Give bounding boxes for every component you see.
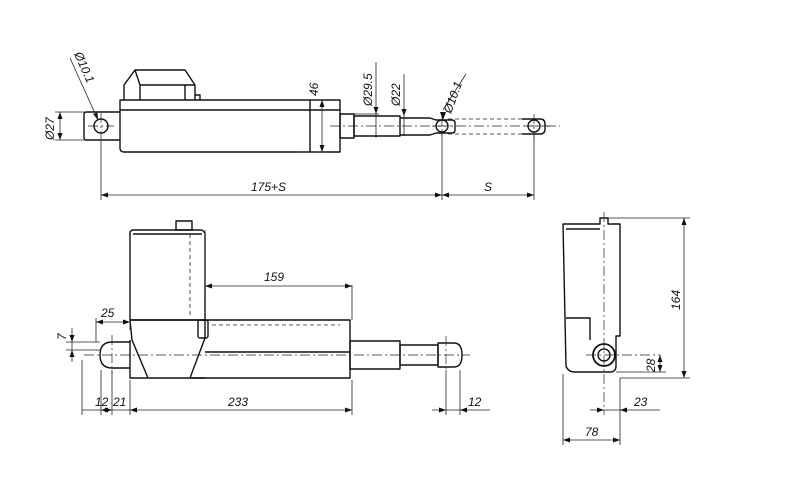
top-dim-295-arrow: [373, 107, 379, 114]
side-dim-base-arrow-c: [130, 407, 137, 413]
end-dim-78-arrow-a: [563, 437, 570, 443]
side-knob: [197, 319, 209, 339]
side-dim-159-label: 159: [264, 270, 284, 284]
top-dim-22-arrow: [401, 109, 407, 116]
side-dim-12b-label: 12: [468, 395, 482, 409]
top-dim-stroke-label: S: [484, 180, 492, 194]
side-dim-25-arrow-a: [96, 319, 103, 325]
top-dim-pin-rear-arrow: [93, 112, 98, 120]
side-dim-12a-label: 12: [95, 395, 109, 409]
top-dim-len-arrow-b: [435, 192, 442, 198]
side-dim-12b-arrow-a: [439, 407, 446, 413]
top-dim-295-label: Ø29.5: [361, 73, 375, 107]
side-tube-body: [190, 319, 351, 379]
end-dim-23-arrow-a: [597, 407, 604, 413]
top-dim-pin-rear-leader: [69, 57, 99, 121]
top-dim-27-label: Ø27: [43, 116, 57, 141]
side-dim-7-arrow-b: [69, 350, 75, 357]
top-dim-27-arrow-b: [57, 133, 63, 140]
side-dim-base-arrow-b: [105, 407, 112, 413]
end-dim-78-arrow-b: [613, 437, 620, 443]
end-dim-23-arrow-b: [620, 407, 627, 413]
top-dim-pin-front-label: Ø10.1: [440, 80, 465, 116]
top-dim-46-arrow-b: [319, 145, 325, 152]
end-dim-78-label: 78: [585, 425, 599, 439]
top-extended-clevis: [522, 118, 546, 135]
end-dim-164-label: 164: [669, 290, 683, 310]
top-dim-pin-rear-label: Ø10.1: [71, 49, 97, 85]
top-view: Ø27 Ø10.1 46 Ø29.5 Ø22 Ø10.1 1: [43, 49, 560, 200]
top-housing-outline: [119, 99, 341, 153]
top-dim-27-arrow-a: [57, 112, 63, 119]
top-dim-pin-front-arrow: [440, 112, 446, 120]
top-rear-clevis: [83, 111, 120, 141]
end-dim-164-arrow-a: [681, 218, 687, 225]
side-rear-clevis: [99, 341, 130, 369]
side-dim-base-arrow-d: [345, 407, 352, 413]
end-outline: [562, 217, 621, 373]
top-dim-pin-front-leader: [442, 73, 467, 111]
side-dim-7-arrow-a: [69, 335, 75, 342]
end-dim-28-label: 28: [644, 358, 658, 373]
top-dim-len-arrow-d: [527, 192, 534, 198]
side-dim-233-label: 233: [227, 395, 248, 409]
side-dim-7-label: 7: [55, 332, 69, 340]
end-view: 164 28 23 78: [562, 212, 690, 445]
side-dim-21-label: 21: [112, 395, 126, 409]
top-dim-len-arrow-c: [442, 192, 449, 198]
end-dim-164-arrow-b: [681, 371, 687, 378]
side-dim-159-arrow-a: [205, 283, 212, 289]
side-dim-159-arrow-b: [345, 283, 352, 289]
top-bump: [195, 94, 201, 100]
end-step: [566, 317, 591, 340]
top-dim-46-label: 46: [307, 82, 321, 96]
side-gear-housing: [129, 319, 206, 379]
side-top-tab: [175, 220, 193, 231]
end-dim-28-arrow-b: [657, 365, 663, 372]
end-dim-28-arrow-a: [657, 355, 663, 362]
side-lower-cover: [129, 340, 205, 379]
side-view: 159 25 7 12 21 233 12: [55, 220, 490, 415]
top-front-clevis: [400, 117, 456, 136]
top-dim-len-label: 175+S: [251, 180, 286, 194]
side-dim-25-arrow-b: [123, 319, 130, 325]
end-dim-23-label: 23: [633, 395, 648, 409]
side-dim-12b-arrow-b: [460, 407, 467, 413]
top-dim-46-arrow-a: [319, 100, 325, 107]
top-extended-rod: [448, 118, 527, 135]
top-motor-cover: [123, 69, 196, 100]
top-dim-len-arrow-a: [101, 192, 108, 198]
side-motor-block: [129, 229, 206, 321]
side-dim-25-label: 25: [100, 306, 115, 320]
top-dim-22-label: Ø22: [389, 83, 403, 107]
